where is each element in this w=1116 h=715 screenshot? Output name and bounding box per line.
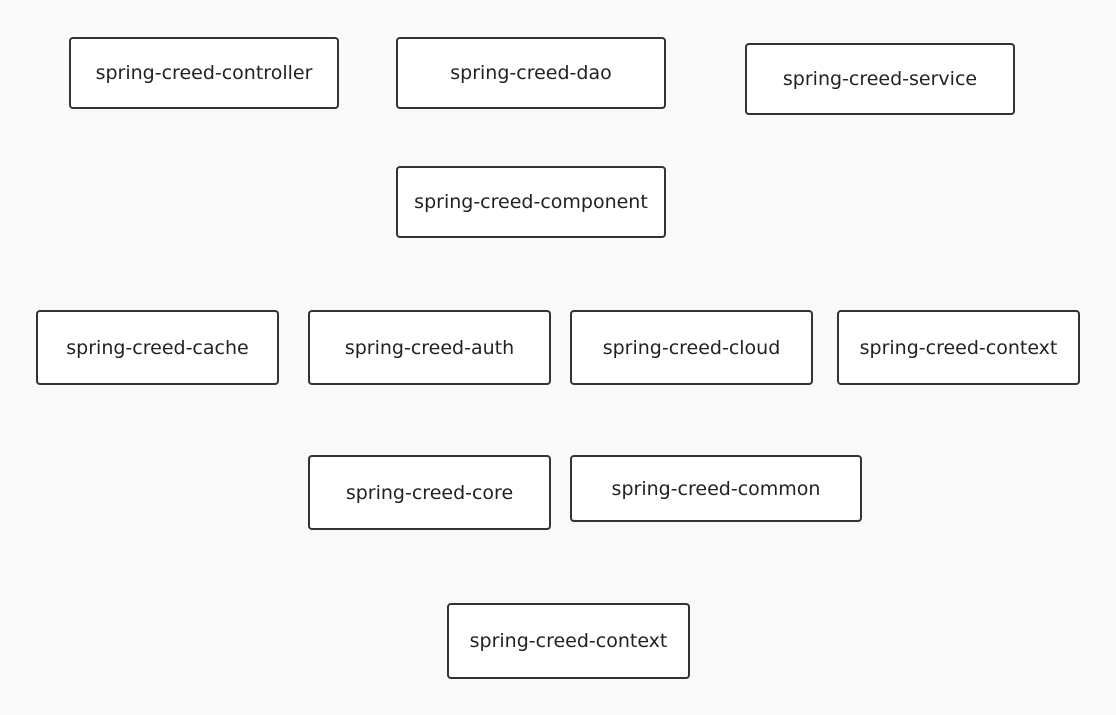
module-box-core: spring-creed-core	[308, 455, 551, 530]
module-label: spring-creed-common	[611, 477, 821, 500]
module-box-component: spring-creed-component	[396, 166, 666, 238]
module-label: spring-creed-dao	[450, 62, 612, 84]
module-box-service: spring-creed-service	[745, 43, 1015, 115]
module-label: spring-creed-controller	[95, 62, 313, 84]
module-box-cache: spring-creed-cache	[36, 310, 279, 385]
module-label: spring-creed-core	[345, 481, 514, 504]
module-label: spring-creed-service	[782, 68, 978, 90]
module-box-context-lower: spring-creed-context	[447, 603, 690, 679]
module-box-controller: spring-creed-controller	[69, 37, 339, 109]
module-box-common: spring-creed-common	[570, 455, 862, 522]
module-box-auth: spring-creed-auth	[308, 310, 551, 385]
module-label: spring-creed-cloud	[602, 336, 781, 359]
module-label: spring-creed-cache	[66, 336, 249, 359]
module-label: spring-creed-auth	[344, 336, 515, 359]
module-box-context-upper: spring-creed-context	[837, 310, 1080, 385]
module-label: spring-creed-component	[414, 191, 648, 213]
module-label: spring-creed-context	[469, 630, 668, 652]
module-label: spring-creed-context	[859, 336, 1058, 359]
module-box-dao: spring-creed-dao	[396, 37, 666, 109]
module-box-cloud: spring-creed-cloud	[570, 310, 813, 385]
